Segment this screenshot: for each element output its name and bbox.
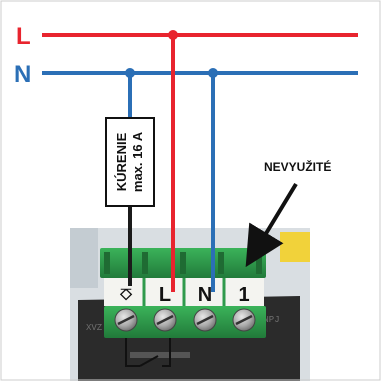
- unused-terminal-label: NEVYUŽITÉ: [264, 159, 331, 174]
- load-circuit: KÚRENIE max. 16 A: [105, 73, 155, 286]
- neutral-junction-dot-load: [125, 68, 135, 78]
- terminal-label-1: 1: [238, 284, 249, 306]
- neutral-line-label: N: [14, 61, 31, 88]
- terminal-label-l: L: [159, 284, 171, 306]
- screw-2: [153, 308, 177, 332]
- terminal-label-n: N: [198, 284, 212, 306]
- neutral-junction-dot-device: [208, 68, 218, 78]
- unused-terminal-arrow: [245, 182, 298, 268]
- svg-text:XVZ: XVZ: [86, 323, 103, 333]
- load-rating: max. 16 A: [130, 131, 145, 192]
- terminal-screws: [114, 308, 256, 332]
- screw-4: [232, 308, 256, 332]
- relay-switch-symbol: [125, 338, 171, 367]
- svg-text:NNPJ: NNPJ: [258, 315, 280, 325]
- load-label: KÚRENIE: [114, 132, 129, 191]
- screw-3: [193, 308, 217, 332]
- heating-load-box: [105, 117, 155, 207]
- bus-lines: [42, 33, 358, 75]
- screw-1: [114, 308, 138, 332]
- phase-line-label: L: [16, 23, 31, 50]
- terminal-block: [100, 248, 266, 338]
- junctions: [125, 30, 218, 78]
- phase-junction-dot: [168, 30, 178, 40]
- terminal-label-relay-icon: ⎏: [120, 287, 133, 304]
